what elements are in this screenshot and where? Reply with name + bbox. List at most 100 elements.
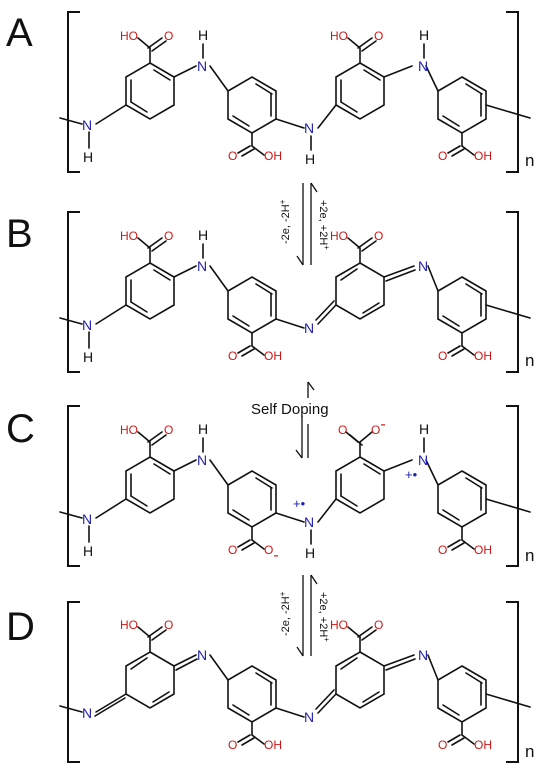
- arrow-label-forward: -2e, -2H+: [278, 199, 292, 244]
- atom-nitrogen: N: [82, 511, 92, 527]
- atom-oxygen: O: [228, 738, 237, 752]
- atom-nitrogen: N: [304, 320, 314, 336]
- carboxyl-group: [447, 332, 475, 357]
- panel-d: D n: [6, 601, 534, 763]
- panel-letter-d: D: [6, 605, 35, 649]
- atom-hydrogen: H: [305, 151, 315, 167]
- atom-oxygen: O: [374, 29, 383, 43]
- repeat-subscript: n: [525, 742, 534, 761]
- quinoid-ring: [335, 262, 385, 320]
- atom-nitrogen: N: [418, 647, 428, 663]
- benzene-ring: [227, 665, 277, 723]
- atom-oxygen: O: [164, 618, 173, 632]
- quinoid-ring: [335, 651, 385, 709]
- arrow-label-reverse: +2e, +2H+: [317, 592, 331, 642]
- polymer-bracket-left: [67, 405, 80, 567]
- atom-oxygen: O: [374, 229, 383, 243]
- atom-nitrogen: N: [418, 452, 428, 468]
- arrow-label-forward: -2e, -2H+: [278, 591, 292, 636]
- panel-a: A n: [6, 11, 534, 173]
- polymer-bracket-right: [506, 601, 519, 763]
- carboxyl-group: [137, 626, 167, 653]
- benzene-ring: [227, 470, 277, 528]
- benzene-ring: [125, 456, 175, 514]
- panel-b: B n: [6, 211, 534, 373]
- repeat-subscript: n: [525, 546, 534, 565]
- polymer-bracket-left: [67, 601, 80, 763]
- atom-hydrogen: H: [198, 421, 208, 437]
- atom-oxygen-anion: O-: [371, 416, 386, 437]
- atom-hydroxyl: OH: [474, 738, 492, 752]
- atom-hydroxyl: OH: [264, 149, 282, 163]
- anion-charge: -: [273, 547, 278, 564]
- atom-hydroxyl: OH: [474, 149, 492, 163]
- atom-oxygen: O: [164, 423, 173, 437]
- panel-letter-c: C: [6, 407, 35, 451]
- atom-nitrogen: N: [197, 452, 207, 468]
- atom-hydroxyl: HO: [330, 29, 348, 43]
- atom-nitrogen: N: [418, 58, 428, 74]
- carboxylate-group: [237, 526, 265, 551]
- atom-hydroxyl: HO: [120, 618, 138, 632]
- atom-nitrogen: N: [82, 317, 92, 333]
- atom-hydrogen: H: [198, 27, 208, 43]
- atom-oxygen: O: [164, 29, 173, 43]
- carboxyl-group: [137, 431, 167, 458]
- carboxyl-group: [237, 332, 265, 357]
- radical-cation-charge: +•: [293, 496, 306, 511]
- carboxyl-group: [237, 132, 265, 157]
- carboxyl-group: [347, 237, 377, 264]
- panel-letter-a: A: [6, 11, 33, 55]
- polymer-bracket-right: [506, 405, 519, 567]
- carboxylate-group: [345, 431, 373, 458]
- atom-oxygen: O: [164, 229, 173, 243]
- benzene-ring: [227, 276, 277, 334]
- polymer-bracket-left: [67, 211, 80, 373]
- atom-hydroxyl: OH: [264, 738, 282, 752]
- equilibrium-arrow-oxidation: -2e, -2H+ +2e, +2H+: [278, 182, 331, 266]
- atom-oxygen: O: [438, 149, 447, 163]
- atom-nitrogen: N: [197, 258, 207, 274]
- atom-hydrogen: H: [83, 149, 93, 165]
- polymer-bracket-left: [67, 11, 80, 173]
- atom-hydroxyl: HO: [120, 423, 138, 437]
- chain-bonds: [59, 43, 531, 151]
- chain-bonds: [59, 654, 531, 718]
- polymer-bracket-right: [506, 11, 519, 173]
- atom-oxygen: O: [228, 543, 237, 557]
- arrow-label-reverse: +2e, +2H+: [317, 200, 331, 250]
- atom-nitrogen: N: [304, 709, 314, 725]
- atom-nitrogen: N: [304, 120, 314, 136]
- benzene-ring: [227, 76, 277, 134]
- self-doping-label: Self Doping: [251, 401, 329, 418]
- atom-nitrogen: N: [82, 117, 92, 133]
- benzene-ring: [335, 456, 385, 514]
- atom-oxygen: O: [228, 349, 237, 363]
- atom-nitrogen: N: [304, 514, 314, 530]
- benzene-ring: [437, 665, 487, 723]
- atom-hydroxyl: OH: [474, 543, 492, 557]
- atom-oxygen: O: [438, 349, 447, 363]
- atom-oxygen: O: [338, 423, 347, 437]
- carboxyl-group: [237, 721, 265, 746]
- atom-oxygen: O: [228, 149, 237, 163]
- benzene-ring: [437, 76, 487, 134]
- equilibrium-arrow-oxidation: -2e, -2H+ +2e, +2H+: [278, 574, 331, 657]
- carboxyl-group: [137, 37, 167, 64]
- atom-oxygen: O: [438, 738, 447, 752]
- carboxyl-group: [347, 626, 377, 653]
- quinoid-ring: [125, 651, 175, 709]
- atom-hydrogen: H: [198, 227, 208, 243]
- radical-cation-charge: +•: [405, 467, 418, 482]
- atom-nitrogen: N: [82, 705, 92, 721]
- atom-nitrogen: N: [197, 58, 207, 74]
- polymer-bracket-right: [506, 211, 519, 373]
- atom-hydroxyl: OH: [264, 349, 282, 363]
- benzene-ring: [125, 262, 175, 320]
- carboxyl-group: [447, 721, 475, 746]
- atom-hydrogen: H: [83, 349, 93, 365]
- atom-hydroxyl: HO: [330, 618, 348, 632]
- carboxyl-group: [447, 526, 475, 551]
- atom-oxygen: O: [374, 618, 383, 632]
